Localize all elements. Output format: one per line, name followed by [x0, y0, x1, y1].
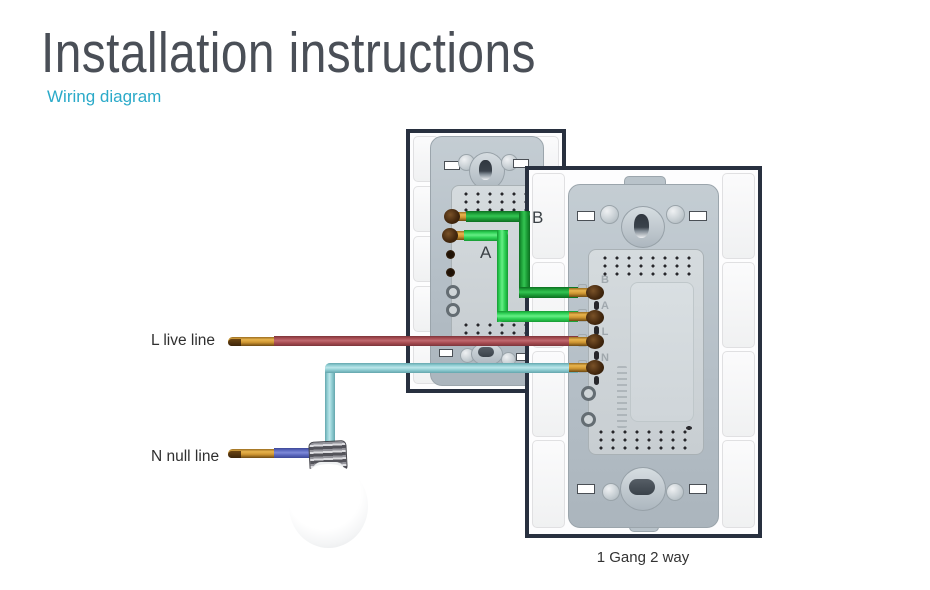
terminal-lug-n	[586, 360, 604, 375]
copper-conductor	[450, 231, 470, 240]
keyhole-slot	[634, 214, 649, 238]
live-wire-copper-tip	[228, 337, 278, 346]
lamp-wire-vertical	[325, 363, 335, 447]
wallplate-segment	[722, 173, 755, 259]
copper-conductor	[569, 337, 593, 346]
label-live-line: L live line	[151, 332, 216, 349]
light-bulb	[289, 464, 368, 548]
null-wire-tip	[228, 451, 241, 458]
null-wire-copper-tip	[228, 449, 280, 458]
clip-screw-icon	[446, 303, 460, 317]
wallplate-segment	[722, 262, 755, 348]
wire-a-horizontal-2	[497, 311, 578, 322]
label-wire-a: A	[480, 243, 492, 262]
wallplate-segment	[532, 262, 565, 348]
copper-conductor	[569, 312, 593, 321]
wallplate-segment	[722, 440, 755, 528]
mount-slot	[439, 349, 453, 357]
live-wire	[274, 336, 578, 346]
null-wire	[274, 448, 318, 458]
terminal-slot	[594, 351, 599, 360]
keyhole-slot	[478, 347, 494, 357]
switch-module-cover	[630, 282, 694, 422]
wallplate-segment	[532, 173, 565, 259]
page-title: Installation instructions	[41, 21, 536, 85]
clip-screw-icon	[581, 412, 596, 427]
embossed-text	[617, 366, 627, 428]
terminal-letter-n: N	[601, 352, 609, 364]
keyhole-screw-icon	[621, 206, 665, 248]
clip-screw-icon	[581, 386, 596, 401]
copper-conductor	[452, 212, 472, 221]
terminal-letter-b: B	[601, 274, 609, 286]
copper-conductor	[569, 363, 593, 372]
terminal-lug-l	[586, 334, 604, 349]
wire-a-horizontal-1	[464, 230, 508, 241]
terminal-lug-b-rear	[444, 209, 460, 224]
wire-b-horizontal-2	[519, 287, 578, 298]
terminal-lug-a-rear	[442, 228, 458, 243]
page-subtitle: Wiring diagram	[47, 87, 162, 106]
terminal-letter-strip: B A L N	[597, 274, 613, 394]
terminal-slot	[594, 376, 599, 385]
screw-icon	[666, 483, 684, 501]
wire-a-vertical	[497, 230, 508, 322]
screw-icon	[602, 483, 620, 501]
mount-slot	[513, 159, 529, 168]
keyhole-slot	[629, 479, 655, 495]
clip-screw-icon	[446, 285, 460, 299]
wire-b-vertical	[519, 211, 530, 298]
mount-slot	[689, 484, 707, 494]
screw-icon	[600, 205, 619, 224]
front-switch: B A L N	[525, 166, 762, 538]
wire-b-horizontal-1	[466, 211, 530, 222]
screw-icon	[666, 205, 685, 224]
copper-conductor	[569, 288, 593, 297]
terminal-slot	[594, 326, 599, 335]
terminal-lug-b	[586, 285, 604, 300]
live-wire-tip	[228, 339, 241, 346]
wallplate-segment	[532, 440, 565, 528]
wallplate-segment	[722, 351, 755, 437]
label-wire-b: B	[532, 208, 544, 227]
terminal-hole	[446, 250, 455, 259]
terminal-slot	[594, 301, 599, 310]
perforation-dots	[599, 254, 695, 278]
terminal-letter-l: L	[601, 326, 609, 338]
switch-caption: 1 Gang 2 way	[596, 549, 690, 566]
keyhole-slot	[479, 160, 492, 180]
label-null-line: N null line	[151, 448, 220, 465]
terminal-lug-a	[586, 310, 604, 325]
mount-slot	[689, 211, 707, 221]
mount-slot	[577, 484, 595, 494]
perforation-dots	[595, 428, 695, 452]
lamp-wire-horizontal	[325, 363, 578, 373]
terminal-hole	[446, 268, 455, 277]
mount-slot	[577, 211, 595, 221]
terminal-letter-a: A	[601, 300, 609, 312]
